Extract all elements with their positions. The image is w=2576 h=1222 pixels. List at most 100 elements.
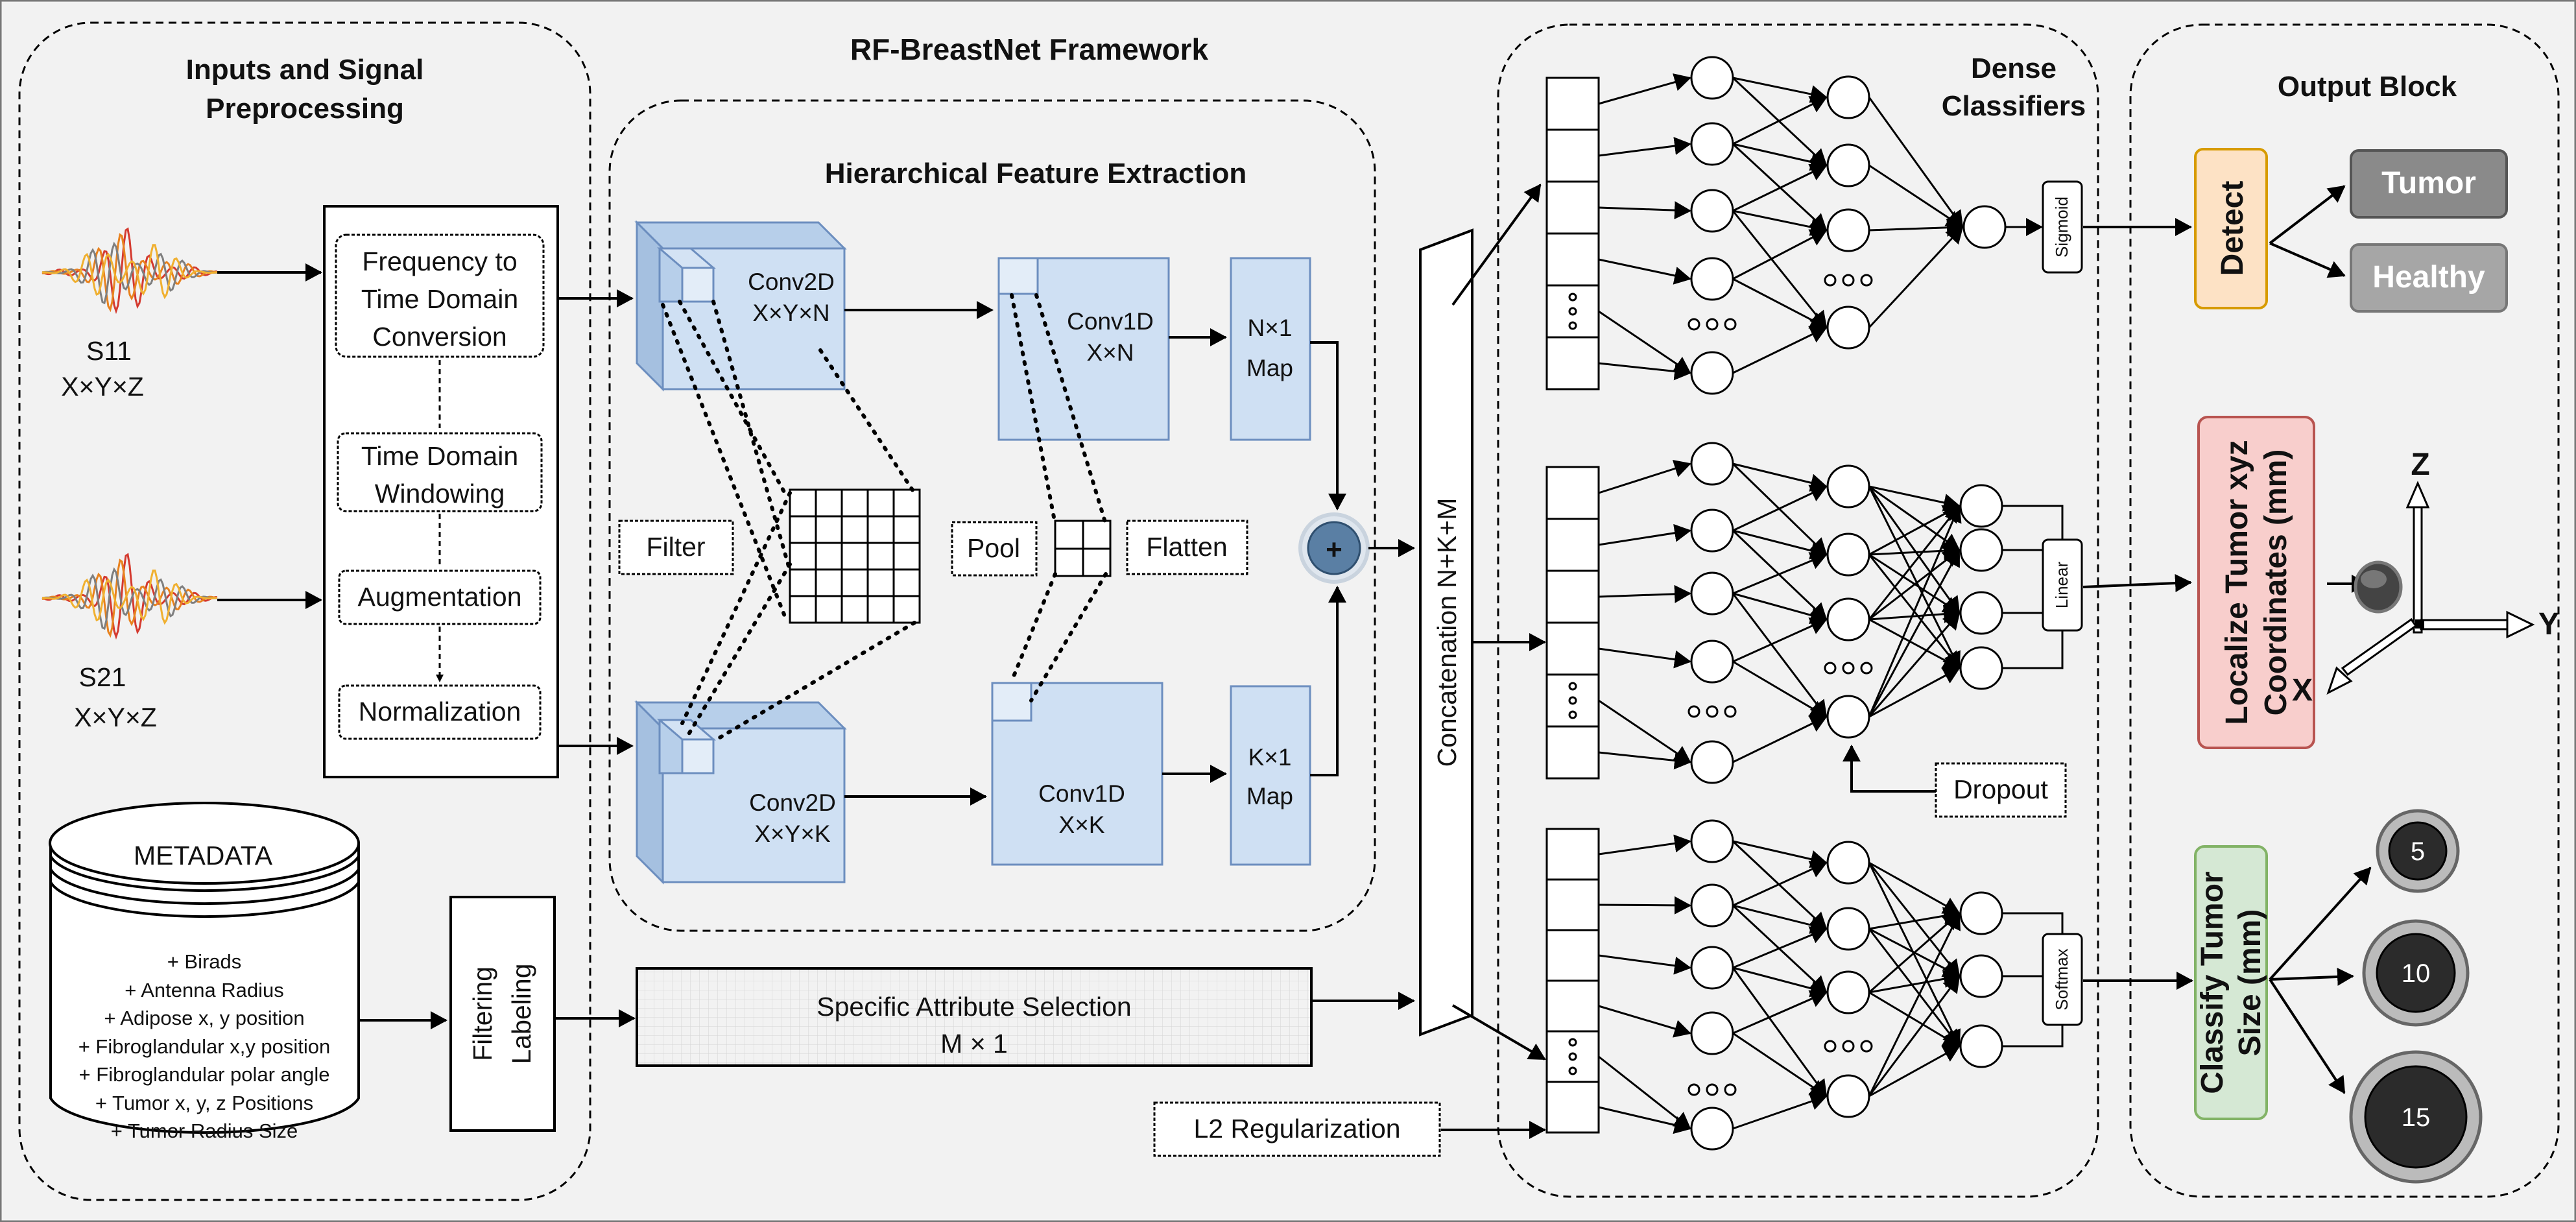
concat-to-dense3-arrow [1451,1004,1546,1060]
connection-arrow [1598,1106,1691,1134]
connection-arrow [1598,647,1691,669]
flatten-tag [1126,520,1248,575]
connection-arrow [1868,667,1961,718]
windowing-box [337,432,543,512]
input-cell [1545,518,1600,572]
ellipsis-dot [1568,307,1577,316]
output-section-title: Output Block [2278,71,2457,102]
neuron-node [1690,442,1734,486]
connection-arrow [1732,990,1828,1035]
map-bottom-to-add-arrow [1310,586,1346,776]
map-top-to-add-arrow [1310,341,1346,510]
connection-arrow [1868,486,1961,614]
input-cell [1545,232,1600,287]
connection-arrow [1732,592,1828,625]
metadata-item: + Tumor x, y, z Positions [95,1092,313,1114]
connection-arrow [1868,862,1961,1048]
connection-arrow [1732,143,1828,171]
detect-label: Detect [2215,181,2250,276]
dense-section-border [1497,23,2099,1198]
softmax-tag [2042,933,2083,1026]
metadata-db-top [49,802,360,885]
connection-arrow [1868,1045,1961,1097]
neuron-node [1826,695,1870,739]
sigmoid-tag [2042,180,2083,274]
connection-arrow [1598,751,1691,770]
metadata-item: + Fibroglandular polar angle [79,1063,330,1086]
s11-label: S11 [86,336,132,366]
l2-regularization-label: L2 Regularization [1193,1114,1400,1144]
filter-tag [618,520,734,575]
filter-grid-icon [789,488,921,624]
connection-arrow [1868,505,1961,620]
z-axis-label: Z [2411,448,2429,482]
linear-to-localize-arrow [2082,574,2192,592]
size-15-label: 15 [2402,1103,2431,1132]
connection-arrow [1732,163,1828,212]
linear-label: Linear [2052,562,2071,609]
connection-arrow [1598,137,1691,157]
connection-arrow [1868,164,1964,228]
add-node [1307,521,1361,575]
input-cell [1545,828,1600,881]
classify-to-10-arrow [2269,967,2354,986]
conv2d-top-dims: X×Y×N [752,300,829,326]
neuron-node [1826,75,1870,119]
neuron-node [1690,640,1734,684]
conv2d-bottom-dims: X×Y×K [754,821,831,847]
connection-arrow [1732,966,1828,998]
ellipsis-dot [1824,662,1837,675]
connection-arrow [1732,593,1828,718]
connection-arrow [1732,210,1828,236]
ellipsis-dot [1688,1083,1700,1096]
map-bottom-block [1230,685,1311,866]
connection-arrow [1868,618,1961,669]
classify-to-15-arrow [2269,978,2346,1094]
connection-arrow [1732,861,1828,907]
neuron-node [1959,528,2003,572]
ellipsis-dot [1688,318,1700,331]
ellipsis-dot [1568,696,1577,705]
metadata-db-ring2 [49,869,360,905]
attribute-dims: M × 1 [940,1029,1008,1059]
add-symbol: + [1326,534,1342,566]
detect-to-tumor-arrow [2269,185,2346,245]
connection-arrow [1732,552,1828,595]
ellipsis-dot [1568,710,1577,719]
metadata-item: + Birads [167,950,242,973]
size-10-label: 10 [2402,959,2431,988]
connection-arrow [1598,258,1691,285]
size-5-icon [2376,809,2460,893]
connection-arrow [1868,549,1961,717]
concatenation-label: Concatenation N+K+M [1432,498,1462,767]
connection-arrow [1732,617,1828,663]
normalization-label: Normalization [359,697,521,726]
connection-arrow [1868,861,1961,915]
tumor-sphere-highlight [2361,570,2387,588]
localize-box [2197,416,2315,749]
map-top-label: Map [1246,355,1293,381]
sigmoid-label: Sigmoid [2052,197,2071,258]
dense-classifier-size [1545,819,2071,1151]
input-cell [1545,929,1600,982]
neuron-node [1690,257,1734,301]
ellipsis-dot [1724,1083,1737,1096]
connection-arrow [1868,226,1964,329]
pool-grid-lines [1055,521,1110,576]
ellipsis-dot [1842,274,1855,287]
connection-arrow [1868,505,1962,717]
framework-title: RF-BreastNet Framework [850,32,1209,66]
ellipsis-dot [1860,1040,1873,1053]
y-axis-label: Y [2538,607,2559,641]
metadata-item: + Antenna Radius [125,979,284,1001]
pool-label: Pool [967,533,1020,563]
ellipsis-dot [1824,1040,1837,1053]
connection-arrow [1732,1032,1828,1097]
normalization-box [338,684,542,740]
ellipsis-dot [1860,662,1873,675]
conv1d-top-dims: X×N [1086,339,1134,366]
neuron-node [1959,591,2003,635]
linear-tag [2042,538,2083,632]
